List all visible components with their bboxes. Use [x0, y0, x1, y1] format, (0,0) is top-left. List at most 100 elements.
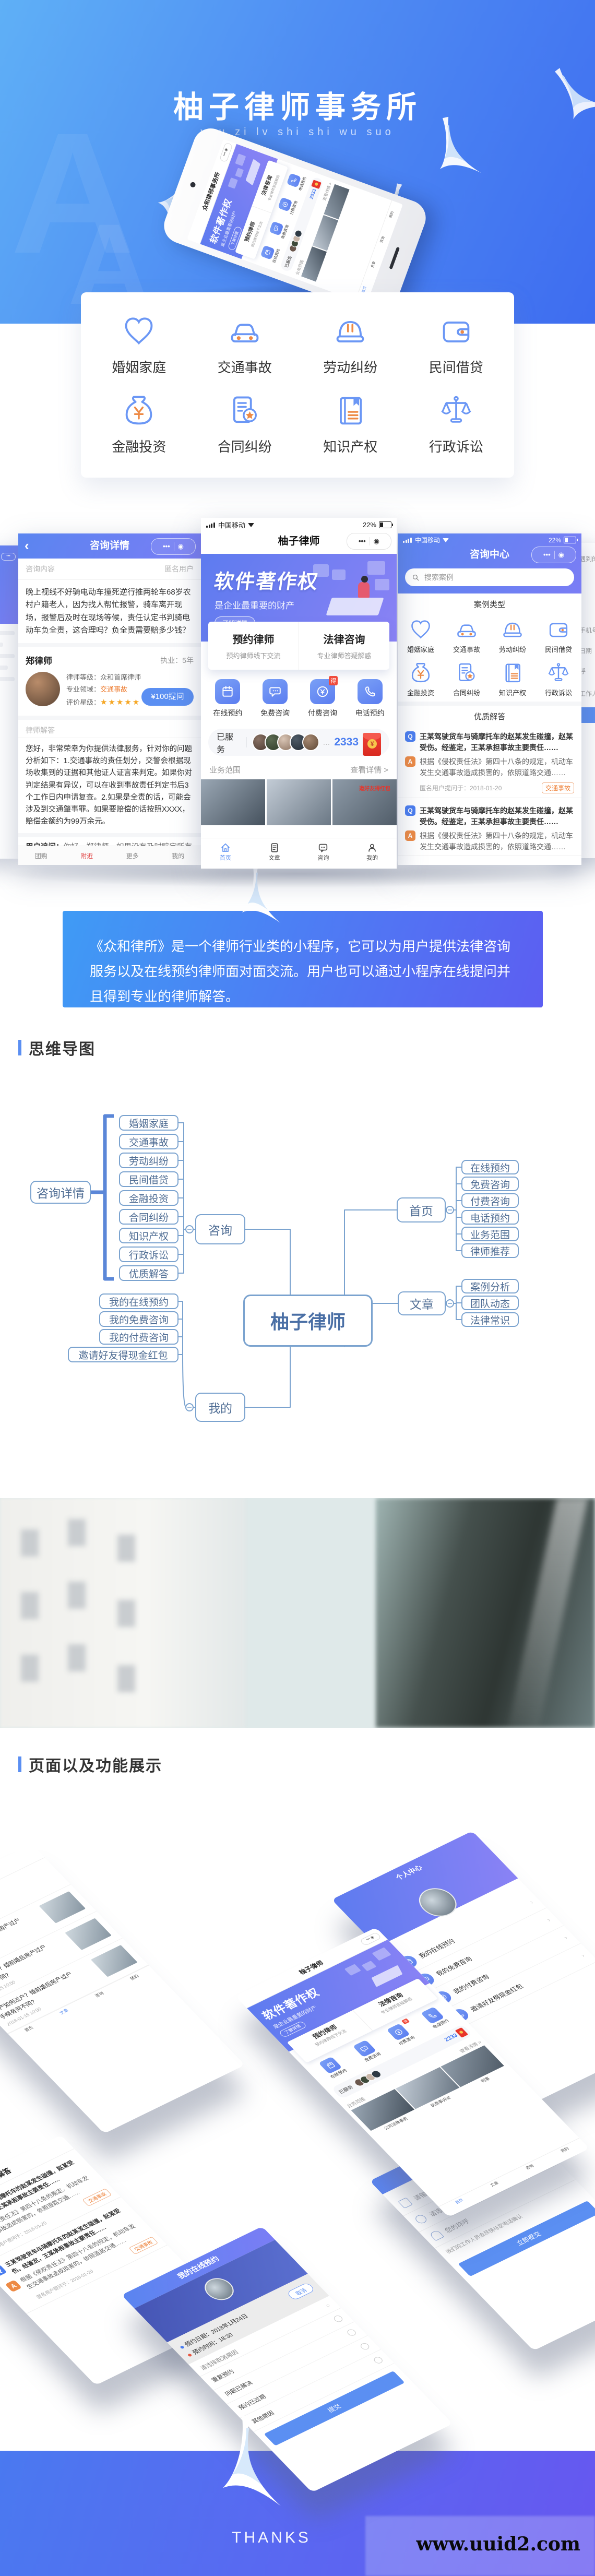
wallet-icon — [546, 618, 570, 642]
tab-more[interactable]: 更多 — [126, 852, 139, 860]
service-label: 行政诉讼 — [429, 438, 483, 455]
signal-icon — [206, 522, 216, 528]
blue-header: 中国移动 22% 咨询中心 •••◉ 搜索案例 — [398, 533, 581, 593]
status-bar: 中国移动 22% — [201, 518, 397, 531]
banner-illustration — [313, 561, 391, 634]
service-item[interactable]: 婚姻家庭 — [86, 306, 192, 385]
mindmap-node-article: 文章 — [398, 1291, 446, 1315]
qa-answer: 根据《侵权责任法》第四十八条的规定，机动车发生交通事故造成损害的，依照道路交通…… — [420, 832, 573, 851]
case-type-item[interactable]: 民间借贷 — [536, 614, 581, 657]
wechat-capsule[interactable]: •••◉ — [531, 547, 576, 563]
service-item[interactable]: 行政诉讼 — [403, 385, 509, 465]
app-description-text: 《众和律所》是一个律师行业类的小程序，它可以为用户提供法律咨询服务以及在线预约律… — [90, 939, 511, 1005]
mindmap-node: 法律常识 — [461, 1312, 519, 1327]
case-type-item[interactable]: 劳动纠纷 — [490, 614, 536, 657]
search-icon — [411, 573, 420, 582]
case-type-item[interactable]: 金融投资 — [398, 657, 444, 701]
ellipsis: … — [323, 738, 331, 746]
tab-groupbuy[interactable]: 团购 — [34, 852, 47, 860]
service-item[interactable]: 合同纠纷 — [192, 385, 298, 465]
tab-home[interactable]: 首页 — [201, 838, 250, 869]
hero-letter-decoration: A — [10, 97, 135, 289]
wechat-capsule[interactable]: •••◉ — [347, 533, 391, 550]
mindmap-node: 合同纠纷 — [119, 1209, 178, 1225]
service-label: 金融投资 — [112, 438, 166, 455]
a-bubble-icon: A — [405, 830, 415, 841]
q-bubble-icon: Q — [405, 805, 415, 816]
thanks-text: THANKS — [232, 2529, 311, 2546]
back-icon[interactable]: ‹ — [25, 538, 29, 553]
scales-icon — [438, 394, 474, 429]
search-placeholder: 搜索案例 — [424, 573, 454, 581]
service-label: 婚姻家庭 — [112, 360, 166, 375]
battery-percent: 22% — [548, 536, 561, 544]
page-subtitle-pinyin: you zi lv shi shi wu suo — [200, 126, 395, 138]
entry-legal-consult[interactable]: 法律咨询专业律师答疑解惑 — [299, 622, 389, 670]
mindmap-node: 知识产权 — [119, 1228, 178, 1243]
user-icon — [366, 842, 378, 853]
mindmap-node: 我的付费咨询 — [99, 1329, 178, 1345]
app-description-box: 《众和律所》是一个律师行业类的小程序，它可以为用户提供法律咨询服务以及在线预约律… — [63, 911, 543, 1007]
tab-consult[interactable]: 咨询 — [299, 838, 348, 869]
heart-icon — [409, 618, 433, 642]
case-type-item[interactable]: 婚姻家庭 — [398, 614, 444, 657]
action-paid-consult[interactable]: 付费咨询得 — [299, 676, 347, 718]
wechat-capsule[interactable]: •••◉ — [151, 538, 196, 555]
showcase-article-screen: 法律常识 房产如何过户？婚前婚后房产过户手续有何不同?2018-01-15 10… — [0, 1844, 245, 2134]
mindmap-node: 婚姻家庭 — [119, 1115, 178, 1131]
car-icon — [455, 618, 479, 642]
page-title: 柚子律师事务所 — [173, 90, 422, 124]
scales-icon — [546, 661, 570, 685]
calendar-icon — [221, 685, 234, 698]
lifestyle-photo: 众和律师事务所 ••• ◉ 软件著作权 是企业最重要的财产 了解详情 预约律师预… — [0, 1498, 595, 1728]
tab-nearby[interactable]: 附近 — [80, 852, 93, 860]
tabbar: 首页 文章 咨询 我的 — [201, 838, 397, 869]
consult-center-screen: 中国移动 22% 咨询中心 •••◉ 搜索案例 案例类型 婚姻家庭 交通事故 劳… — [398, 533, 581, 865]
service-item[interactable]: 民间借贷 — [403, 306, 509, 385]
action-online-appointment[interactable]: 在线预约 — [204, 679, 252, 718]
action-phone-appointment[interactable]: 电话预约 — [346, 679, 394, 718]
case-type-item[interactable]: 行政诉讼 — [536, 657, 581, 701]
tab-articles[interactable]: 文章 — [250, 838, 299, 869]
mindmap-node: 优质解答 — [119, 1265, 178, 1281]
served-counter-bar[interactable]: 已服务 … 2333 — [208, 729, 389, 756]
case-type-grid: 婚姻家庭 交通事故 劳动纠纷 民间借贷 金融投资 合同纠纷 知识产权 行政诉讼 — [398, 612, 581, 702]
case-type-item[interactable]: 合同纠纷 — [444, 657, 490, 701]
nav-bar: 柚子律师 •••◉ — [201, 531, 397, 554]
see-detail-link[interactable]: 查看详情 > — [350, 766, 388, 775]
background-tabbar: 团购 附近 更多 我的 — [18, 846, 201, 865]
bubble-icon — [317, 842, 329, 853]
action-free-consult[interactable]: 免费咨询 — [252, 679, 299, 718]
helmet-icon — [332, 314, 368, 350]
case-type-item[interactable]: 知识产权 — [490, 657, 536, 701]
lawyer-avatar — [26, 672, 60, 707]
tab-mine[interactable]: 我的 — [172, 852, 185, 860]
service-item[interactable]: 交通事故 — [192, 306, 298, 385]
service-item[interactable]: 金融投资 — [86, 385, 192, 465]
section-header: 咨询内容 匿名用户 — [18, 559, 201, 580]
star-rating-icon: ★★★★★ — [100, 697, 141, 707]
lawyer-field: 专业领域：交通事故 — [66, 685, 128, 693]
case-type-label: 案例类型 — [473, 600, 505, 609]
moneybag-icon — [121, 394, 157, 429]
home-icon — [220, 842, 231, 853]
paid-ask-button[interactable]: ¥100提问 — [141, 688, 194, 706]
search-input[interactable]: 搜索案例 — [405, 568, 574, 586]
mindmap-node: 案例分析 — [461, 1279, 519, 1293]
nav-title: 咨询详情 — [89, 540, 129, 551]
yuan-coin-icon — [316, 685, 329, 698]
service-item[interactable]: 劳动纠纷 — [298, 306, 403, 385]
mindmap-node: 我的免费咨询 — [99, 1311, 178, 1327]
wallet-icon — [438, 314, 474, 350]
phone-icon — [363, 685, 377, 698]
red-packet-icon[interactable] — [363, 733, 381, 756]
mindmap-node: 在线预约 — [461, 1160, 519, 1174]
chat-dots-icon — [268, 685, 282, 698]
entry-appoint-lawyer[interactable]: 预约律师预约律师线下交流 — [226, 634, 281, 660]
tab-mine[interactable]: 我的 — [348, 838, 397, 869]
case-type-item[interactable]: 交通事故 — [444, 614, 490, 657]
carrier-label: 中国移动 — [415, 537, 441, 544]
service-item[interactable]: 知识产权 — [298, 385, 403, 465]
